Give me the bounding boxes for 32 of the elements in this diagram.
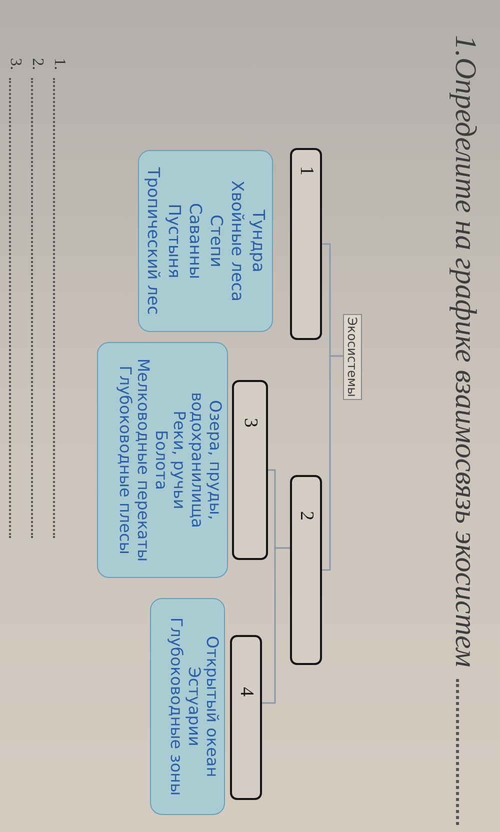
list-item-text: Тундра [248,210,269,272]
box-number: 1 [296,166,316,176]
list-item-text: Болота [152,430,170,490]
answer-number: 1. [50,58,68,70]
list-item-text: Открытый океан [203,636,221,778]
list-item-text: Степи [206,214,227,268]
example-list-box [97,342,228,578]
list-item-text: Озера, пруды, водохранилища [188,391,224,530]
answer-number: 3. [6,58,24,70]
example-list-box [150,598,225,815]
numbered-box [290,475,322,665]
task-title: 1.Определите на графике взаимосвязь экосистем [448,35,482,668]
box-number: 4 [236,687,256,696]
box-number: 3 [240,418,260,428]
list-item-text: Эстуарии [185,666,203,746]
example-list-box [138,150,273,332]
list-item-text: Глубоководные зоны [167,617,185,796]
numbered-box [232,380,268,560]
list-item-text: Мелководные перекаты [134,358,152,562]
answer-number: 2. [28,58,46,70]
list-item-text: Реки, ручьи [170,410,188,510]
connector-line [322,355,343,571]
list-item-text: Хвойные леса [227,180,248,302]
list-item-text: Саванны [185,202,206,280]
list-item-text: Пустыня [164,204,185,278]
box-label: Экосистемы [346,316,360,398]
numbered-box [290,148,322,340]
list-item-text: Тропический лес [143,167,164,315]
box-number: 2 [296,511,316,520]
numbered-box [230,635,262,800]
connector-line [262,547,290,704]
list-item-text: Глубоководные плесы [116,366,134,554]
